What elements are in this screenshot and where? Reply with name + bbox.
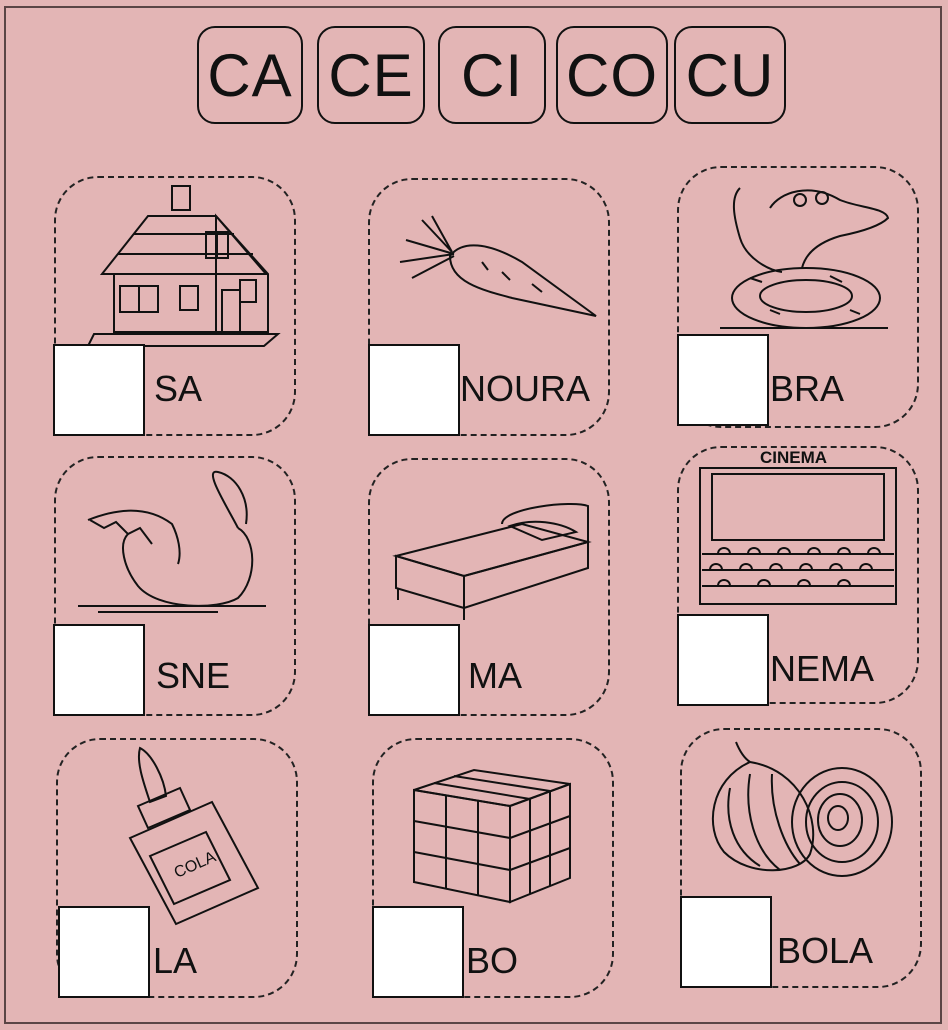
answer-box-8[interactable]	[372, 906, 464, 998]
card-bed	[368, 458, 610, 716]
answer-box-5[interactable]	[368, 624, 460, 716]
card-onion	[680, 728, 922, 988]
glue-label: COLA	[172, 848, 219, 881]
glue-icon: COLA	[120, 744, 270, 924]
card-glue	[56, 738, 298, 998]
card-house	[54, 176, 296, 436]
swan-icon	[78, 468, 266, 618]
snake-icon	[710, 178, 890, 336]
carrot-icon	[392, 212, 598, 322]
cinema-icon	[698, 466, 898, 606]
word-sne: SNE	[156, 655, 231, 696]
answer-box-2[interactable]	[368, 344, 460, 436]
onion-icon	[710, 740, 894, 882]
syllable-co: CO	[556, 26, 668, 124]
bed-icon	[392, 496, 592, 620]
answer-box-6[interactable]	[677, 614, 769, 706]
syllable-cu: CU	[674, 26, 786, 124]
word-noura: NOURA	[460, 368, 591, 409]
word-ma: MA	[468, 655, 522, 696]
card-snake	[677, 166, 919, 428]
house-icon	[88, 182, 278, 352]
card-swan	[54, 456, 296, 716]
word-nema: NEMA	[770, 648, 875, 689]
answer-box-1[interactable]	[53, 344, 145, 436]
cinema-sign: CINEMA	[760, 448, 828, 467]
answer-box-4[interactable]	[53, 624, 145, 716]
word-bra: BRA	[770, 368, 845, 409]
word-sa: SA	[154, 368, 203, 409]
card-cinema	[677, 446, 919, 704]
cube-icon	[410, 766, 574, 906]
card-carrot	[368, 178, 610, 436]
word-la: LA	[153, 940, 198, 981]
card-cube	[372, 738, 614, 998]
answer-box-7[interactable]	[58, 906, 150, 998]
word-bola: BOLA	[777, 930, 874, 971]
frame-border	[4, 6, 942, 1024]
syllable-ce: CE	[317, 26, 425, 124]
word-bo: BO	[466, 940, 519, 981]
syllable-ci: CI	[438, 26, 546, 124]
answer-box-9[interactable]	[680, 896, 772, 988]
syllable-ca: CA	[197, 26, 303, 124]
answer-box-3[interactable]	[677, 334, 769, 426]
